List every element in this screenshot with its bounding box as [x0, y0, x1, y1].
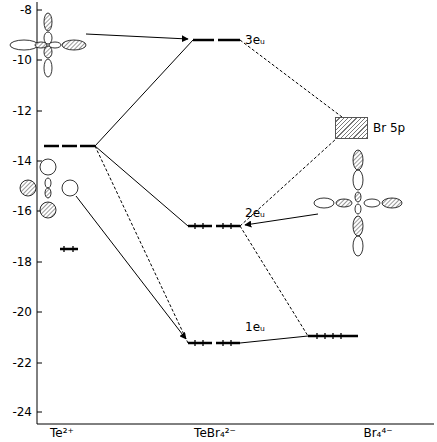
axis-tick-label: -20 [12, 305, 32, 319]
orbital-3eu [10, 13, 86, 77]
axis-tick-label: -14 [12, 154, 32, 168]
orbital-label: 3eᵤ [245, 33, 265, 47]
axes [37, 2, 434, 424]
correlation-lines [95, 40, 342, 343]
axis-tick-label: -16 [12, 204, 32, 218]
axis-tick-label: -18 [12, 255, 32, 269]
orbital-2eu [314, 150, 402, 256]
species-label: Br₄⁴⁻ [363, 426, 392, 440]
species-label: Te²⁺ [50, 426, 74, 440]
orbital-label: 1eᵤ [245, 320, 265, 334]
axis-tick-label: -8 [20, 3, 32, 17]
band-box: Br 5p [335, 117, 368, 139]
electron-marks [61, 223, 344, 346]
axis-tick-label: -22 [12, 356, 32, 370]
orbital-label: 2eᵤ [245, 206, 265, 220]
axis-tick-label: -10 [12, 53, 32, 67]
species-label: TeBr₄²⁻ [194, 426, 236, 440]
pointer-arrows [76, 34, 318, 339]
energy-levels [44, 40, 358, 343]
axis-tick-label: -24 [12, 405, 32, 419]
band-label: Br 5p [372, 121, 406, 135]
axis-tick-label: -12 [12, 104, 32, 118]
